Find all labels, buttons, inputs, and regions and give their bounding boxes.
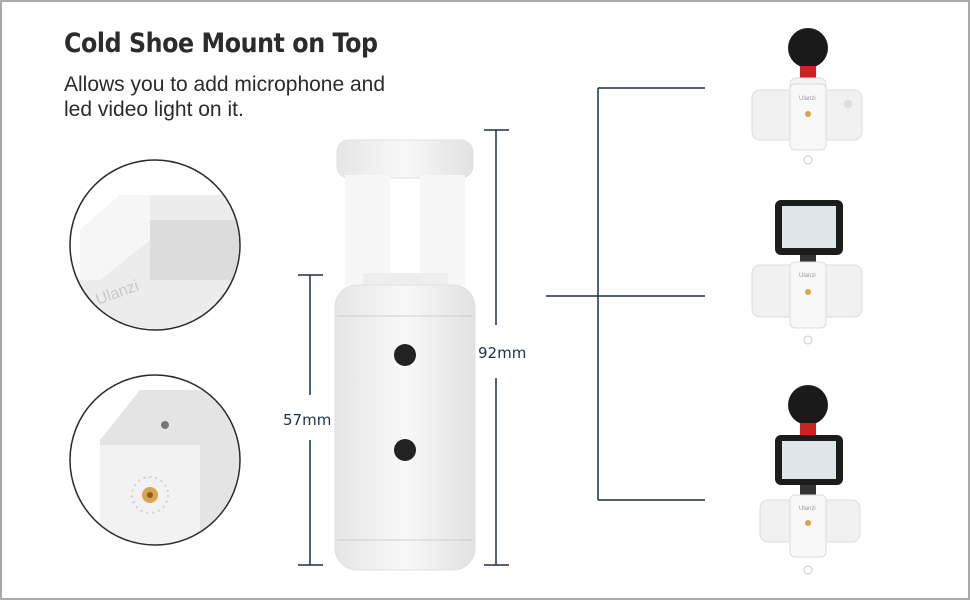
microphone-icon <box>788 28 828 68</box>
headline: Cold Shoe Mount on Top <box>64 28 378 59</box>
dimension-label-57mm: 57mm <box>283 411 332 429</box>
setup-with-microphone-and-led: Ulanzi <box>759 385 861 575</box>
description: Allows you to add microphone and led vid… <box>64 72 385 122</box>
description-line-2: led video light on it. <box>64 98 244 121</box>
svg-text:Ulanzi: Ulanzi <box>799 273 816 279</box>
setup-with-led-light: Ulanzi <box>751 200 863 345</box>
mounting-hole-icon <box>394 344 416 366</box>
dimension-lines <box>298 87 705 566</box>
dimension-label-92mm: 92mm <box>478 344 527 362</box>
setup-with-microphone: Ulanzi <box>751 28 863 165</box>
screw-hole-detail-circle <box>69 374 241 546</box>
mounting-hole-icon <box>394 439 416 461</box>
svg-text:Ulanzi: Ulanzi <box>799 506 816 512</box>
microphone-icon <box>788 385 828 425</box>
cold-shoe-detail-circle: Ulanzi <box>69 159 241 331</box>
svg-text:Ulanzi: Ulanzi <box>799 96 816 102</box>
phone-clamp-holder <box>334 139 476 571</box>
description-line-1: Allows you to add microphone and <box>64 73 386 96</box>
